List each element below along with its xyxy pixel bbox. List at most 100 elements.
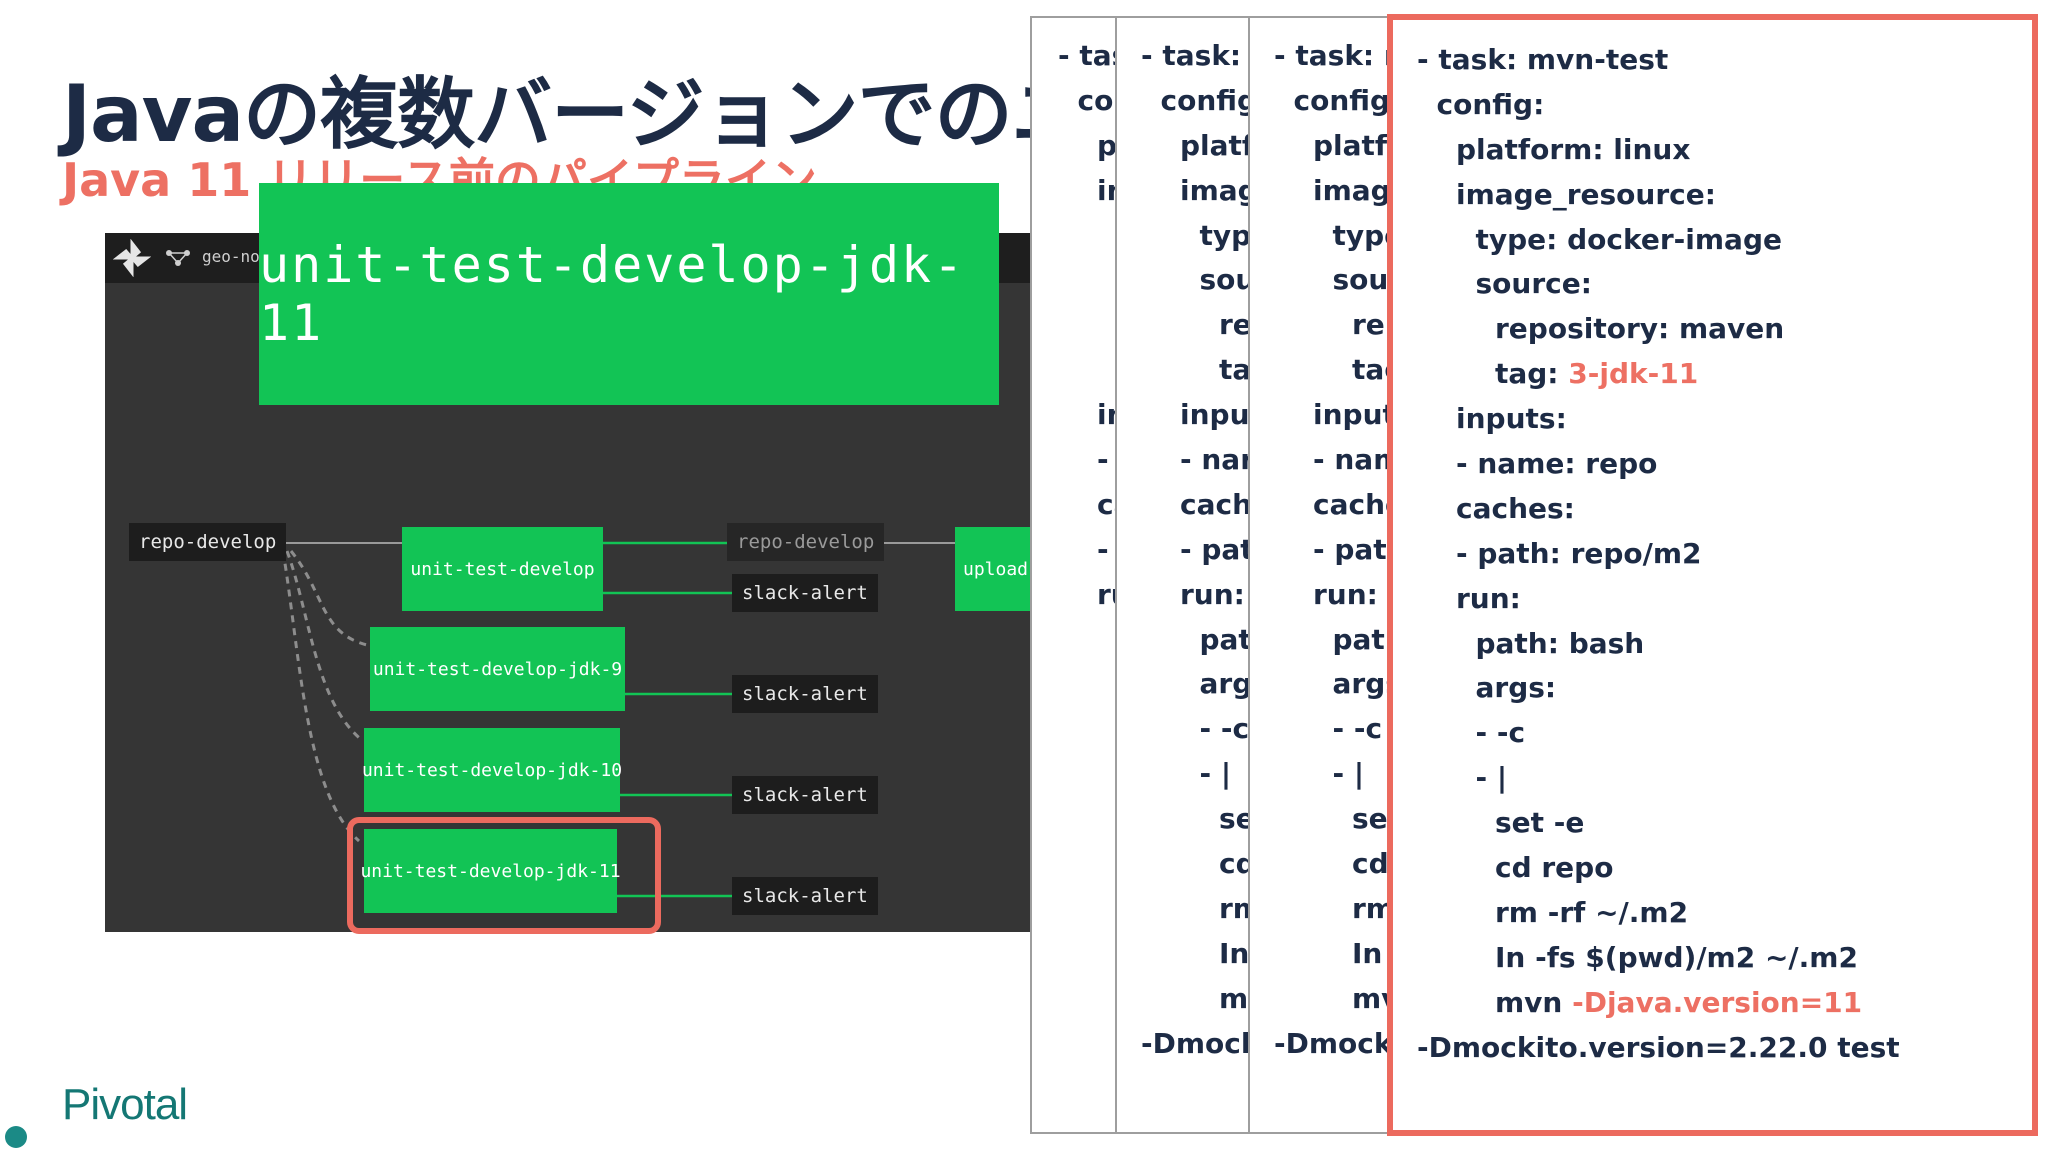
yaml-line: - [1058,532,1109,566]
resource-repo-develop-output[interactable]: repo-develop [727,523,885,561]
yaml-card-mvn-test: - task: mvn-test config: platform: linux… [1387,14,2038,1136]
yaml-line: - task: mvn-test [1417,38,1900,83]
yaml-line: ca [1096,487,1118,521]
yaml-value: : [1509,581,1521,615]
yaml-key: inputs [1417,402,1556,436]
corner-dot [5,1126,27,1148]
yaml-value: : mvn-test [1505,43,1669,76]
yaml-line: In - [1274,936,1396,970]
yaml-value: : repo [1564,447,1658,481]
yaml-line [1058,797,1118,842]
job-unit-test-develop-jdk-9[interactable]: unit-test-develop-jdk-9 [370,627,625,711]
yaml-line: inputs: [1417,397,1900,442]
yaml-line: t [1058,214,1118,259]
yaml-line: source: [1417,262,1900,307]
resource-slack-alert-2[interactable]: slack-alert [732,675,878,713]
yaml-key: image_resource [1417,177,1705,211]
yaml-key: rm -rf ~/.m2 [1417,895,1689,929]
yaml-key: caches [1417,491,1564,525]
yaml-value: : [1563,491,1575,525]
yaml-card-back-3: - task: r config: platfo image type sour… [1248,16,1396,1134]
yaml-line: - nam [1274,443,1396,477]
yaml-line: run: [1141,577,1245,611]
yaml-line: path [1274,622,1396,656]
yaml-line: cd [1274,847,1389,881]
yaml-line: platform: linux [1417,128,1900,173]
yaml-line: - | [1141,757,1232,791]
yaml-line: config: [1274,83,1396,117]
highlight-jdk-11-job [347,817,661,934]
yaml-line: mv [1274,981,1396,1015]
yaml-line [1058,303,1118,348]
yaml-key: -Dmockito.version=2.22.0 test [1417,1030,1900,1064]
pipeline-name[interactable]: geo-no [202,247,260,266]
yaml-line: config [1141,83,1253,117]
yaml-line: path: bash [1417,622,1900,667]
yaml-value: : [1580,267,1592,301]
pipeline-icon [166,250,190,266]
yaml-line: repository: maven [1417,307,1900,352]
yaml-line: - task: [1141,39,1242,72]
job-unit-test-develop[interactable]: unit-test-develop [402,527,603,611]
yaml-line: cd [1141,847,1253,881]
yaml-key: type [1417,222,1547,256]
yaml-line [1058,932,1118,977]
yaml-line [1058,348,1118,393]
yaml-line: caches: [1417,487,1900,532]
yaml-line: rm [1274,891,1395,925]
resource-repo-develop[interactable]: repo-develop [129,523,287,561]
yaml-key: run [1417,581,1510,615]
yaml-line: in [1058,398,1120,432]
yaml-line: In -fs $(pwd)/m2 ~/.m2 [1417,936,1900,981]
job-unit-test-develop-jdk-11[interactable]: unit-test-develop-jdk-11 [360,829,621,913]
yaml-key: mvn [1417,985,1573,1019]
yaml-value: : [1555,402,1567,436]
yaml-line: -Dmockito.version=2.22.0 test [1417,1026,1900,1071]
yaml-line: ta [1141,353,1252,387]
yaml-line: cach [1141,487,1253,521]
yaml-value: : [1533,87,1545,121]
yaml-line: platf [1141,128,1253,162]
resource-slack-alert-3[interactable]: slack-alert [732,776,878,814]
yaml-key: - -c [1417,716,1526,750]
yaml-line: - tas [1058,39,1118,72]
yaml-line: imag [1141,173,1253,207]
yaml-line [1058,618,1118,663]
yaml-line: sou [1141,263,1253,297]
job-upload[interactable]: upload [955,527,1035,611]
yaml-line [1058,977,1118,1022]
yaml-line: - -c [1141,712,1250,746]
yaml-line: - | [1274,757,1365,791]
yaml-line: m [1141,981,1249,1015]
yaml-line [1058,1022,1118,1067]
concourse-logo-icon[interactable] [113,239,151,277]
yaml-line: image_resource: [1417,173,1900,218]
job-unit-test-develop-jdk-10[interactable]: unit-test-develop-jdk-10 [362,728,622,812]
yaml-line: - nar [1141,443,1253,477]
yaml-value: : repo/m2 [1549,536,1702,570]
resource-slack-alert-1[interactable]: slack-alert [732,574,878,612]
yaml-key: In -fs $(pwd)/m2 ~/.m2 [1417,940,1858,974]
yaml-card-back-1: - tas co pl in t s in - ca - ru [1030,16,1120,1134]
yaml-key: - task [1417,43,1506,76]
yaml-line: args [1274,667,1396,701]
yaml-key: set -e [1417,806,1585,840]
yaml-line: cd repo [1417,846,1900,891]
yaml-line: - task: r [1274,39,1396,72]
yaml-line: cache [1274,487,1396,521]
yaml-line: run: [1417,577,1900,622]
yaml-value: : bash [1547,626,1645,660]
yaml-line: ru [1096,577,1118,611]
yaml-key: path [1417,626,1548,660]
yaml-key: - | [1417,761,1508,795]
yaml-key: repository [1417,312,1659,346]
resource-slack-alert-4[interactable]: slack-alert [732,877,878,915]
yaml-line: re [1141,308,1252,342]
yaml-line: rep [1274,308,1396,342]
yaml-line: type: docker-image [1417,218,1900,263]
yaml-line: image [1312,173,1394,207]
yaml-key: args [1417,671,1545,705]
yaml-line: - | [1417,756,1900,801]
yaml-line [1058,662,1118,707]
yaml-line: - name: repo [1417,442,1900,487]
